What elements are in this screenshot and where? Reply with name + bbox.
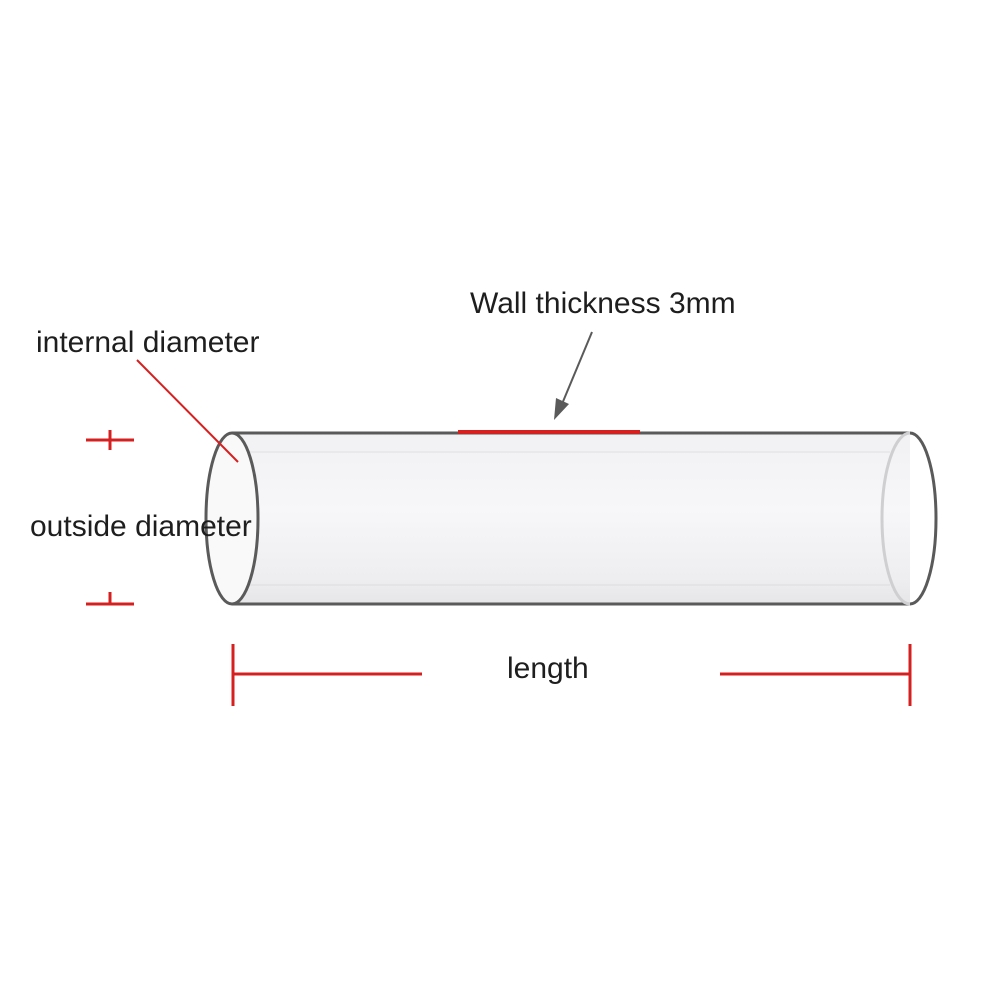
tube-body — [232, 433, 910, 604]
clear-tube — [204, 431, 938, 606]
wall-thickness-label: Wall thickness 3mm — [470, 287, 736, 320]
wall-thickness-arrow — [554, 331, 593, 420]
outside-diameter-top-marker — [86, 430, 134, 450]
internal-diameter-label: internal diameter — [36, 326, 259, 359]
tube-left-end-opening — [204, 431, 260, 606]
length-label: length — [507, 652, 589, 685]
length-dimension — [231, 644, 912, 706]
tube-right-end-outer — [909, 431, 938, 606]
outside-diameter-label: outside diameter — [30, 510, 252, 543]
tube-right-end-inner — [880, 431, 911, 606]
outside-diameter-bottom-marker — [86, 592, 134, 606]
internal-diameter-leader — [136, 359, 239, 463]
